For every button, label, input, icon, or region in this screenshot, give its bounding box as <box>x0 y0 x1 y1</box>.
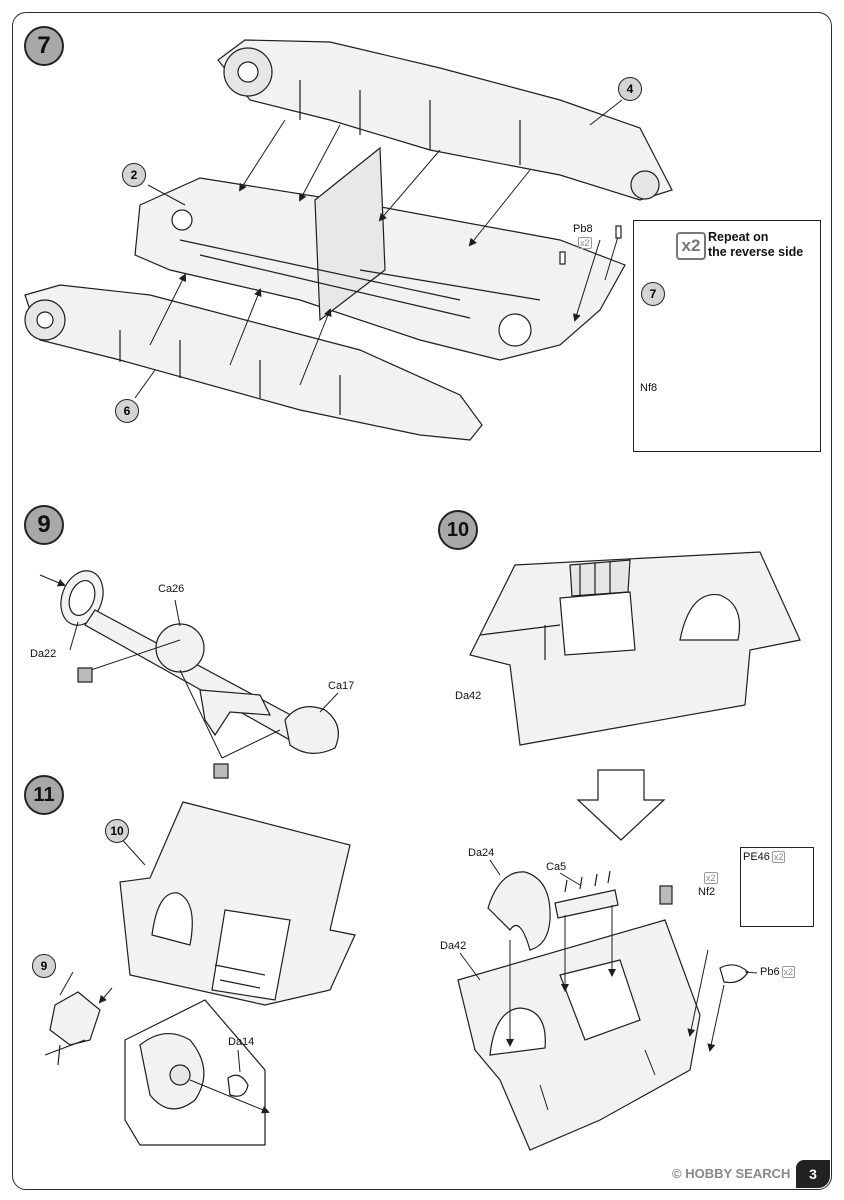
label-pb8: Pb8 <box>573 223 593 235</box>
callout-part-7: 7 <box>641 282 665 306</box>
step-7-badge: 7 <box>24 26 64 66</box>
label-ca26: Ca26 <box>158 583 185 595</box>
watermark: © HOBBY SEARCH <box>672 1166 791 1181</box>
step10-bottom-drawing <box>457 859 758 1151</box>
down-arrow <box>576 769 666 841</box>
ca5-part <box>554 889 619 919</box>
pe46-quantity: x2 <box>771 851 786 863</box>
lower-track-guard-part <box>24 284 483 441</box>
ca26-part <box>155 623 205 673</box>
label-da24: Da24 <box>468 847 495 859</box>
callout-part-10: 10 <box>105 819 129 843</box>
step-10-badge: 10 <box>438 510 478 550</box>
repeat-note-line2: the reverse side <box>708 245 804 259</box>
pe46-inset-frame <box>740 847 814 927</box>
gun-mount-part <box>49 991 101 1046</box>
step-9-badge: 9 <box>24 505 64 545</box>
pb6-quantity: x2 <box>781 966 796 978</box>
upper-track-guard-part <box>217 39 673 201</box>
step-11-badge: 11 <box>24 775 64 815</box>
pb6-name: Pb6 <box>760 966 780 978</box>
step8-multiplier: x2 <box>676 232 706 260</box>
label-ca5: Ca5 <box>546 861 567 873</box>
pb8-quantity: x2 <box>578 237 592 249</box>
label-da42-top: Da42 <box>455 690 482 702</box>
label-da42-bottom: Da42 <box>440 940 467 952</box>
page-number: 3 <box>796 1160 830 1188</box>
step9-drawing <box>39 570 339 779</box>
callout-part-2: 2 <box>122 163 146 187</box>
pb8-name: Pb8 <box>573 223 593 235</box>
ca17-part <box>284 706 339 754</box>
bulkhead-part <box>314 146 386 322</box>
da24-part <box>487 871 551 951</box>
page-frame <box>12 12 832 1190</box>
pe46-name: PE46 <box>743 851 770 863</box>
callout-part-6: 6 <box>115 399 139 423</box>
step7-drawing <box>24 39 673 441</box>
hull-plate-part <box>119 801 356 1006</box>
step8-inset-frame <box>633 220 821 452</box>
qty-pb8: x2 <box>576 237 592 249</box>
label-ca17: Ca17 <box>328 680 355 692</box>
repeat-note-line1: Repeat on <box>708 230 769 244</box>
step11-drawing <box>44 801 356 1146</box>
pb6-part <box>719 964 749 984</box>
step10-top-drawing <box>469 551 801 746</box>
da42-plate-bottom <box>457 919 701 1151</box>
label-da14: Da14 <box>228 1036 255 1048</box>
callout-part-9: 9 <box>32 954 56 978</box>
label-nf2: Nf2 <box>698 886 716 898</box>
label-nf8: Nf8 <box>640 382 658 394</box>
callout-part-4: 4 <box>618 77 642 101</box>
nf2-quantity: x2 <box>704 872 718 884</box>
qty-nf2: x2 <box>702 872 718 884</box>
label-da22: Da22 <box>30 648 57 660</box>
